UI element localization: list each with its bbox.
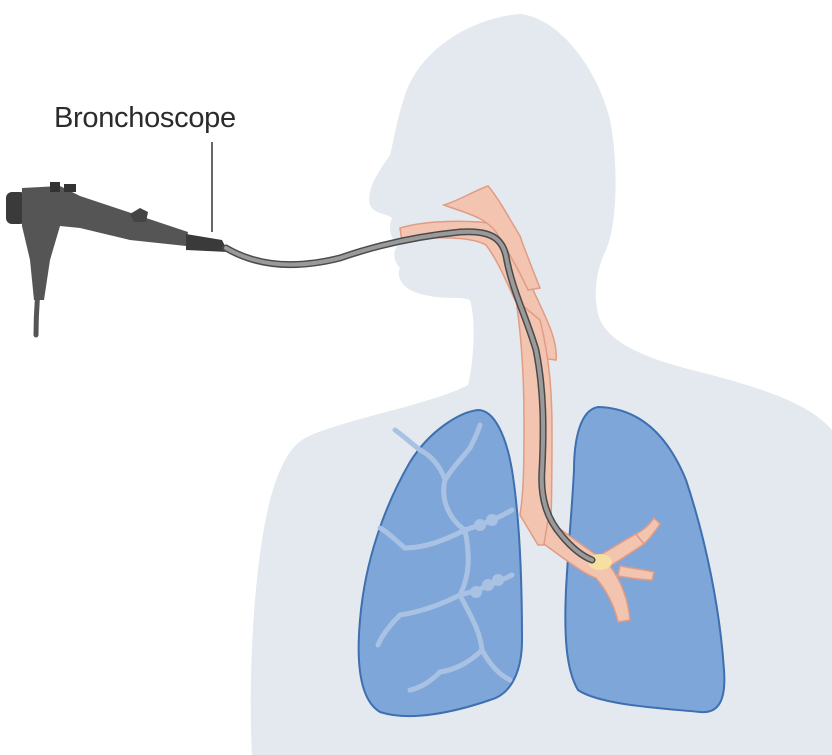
bronchoscope-label: Bronchoscope [54,102,236,135]
scope-knob [50,182,60,192]
scope-handle [22,186,188,300]
scope-sleeve [186,234,228,252]
bronchoscope-device [6,182,228,335]
scope-knob [64,184,76,192]
